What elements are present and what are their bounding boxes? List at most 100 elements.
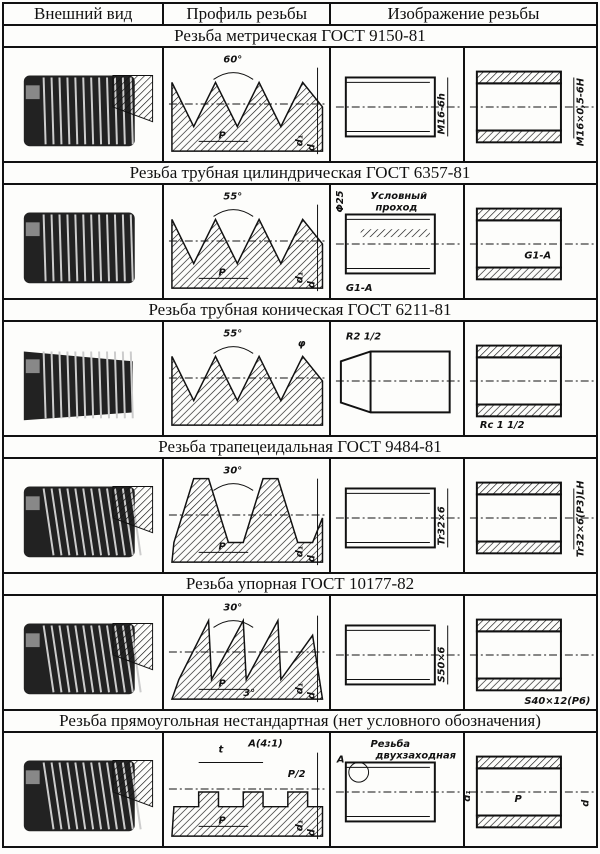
- drawing-label: P: [219, 267, 227, 278]
- external-view-cell: [1, 46, 165, 163]
- drawing-label: 3°: [244, 688, 256, 699]
- drawing-label: 55°: [224, 329, 243, 340]
- drawing-label: M16×0,5-6H: [576, 77, 587, 146]
- internal-thread-image-drawing: S40×12(P6): [470, 618, 595, 707]
- internal-thread-image: M16×0,5-6H: [463, 46, 598, 163]
- thread-type-title: Резьба трубная цилиндрическая ГОСТ 6357-…: [2, 161, 598, 185]
- external-view-cell-drawing: [23, 623, 154, 695]
- drawing-label: P/2: [288, 769, 306, 780]
- internal-thread-image-drawing: Rc 1 1/2: [470, 344, 595, 431]
- drawing-label: d: [307, 280, 318, 288]
- drawing-label: G1-A: [346, 283, 373, 294]
- drawing-label: φ: [298, 339, 306, 350]
- external-view-cell-drawing: [23, 212, 135, 284]
- thread-type-title: Резьба трапецеидальная ГОСТ 9484-81: [2, 435, 598, 459]
- drawing-label: S50×6: [437, 647, 448, 683]
- drawing-label: d₁: [295, 820, 306, 831]
- drawing-label: Rc 1 1/2: [480, 420, 525, 431]
- internal-thread-image: d₁ d P: [463, 731, 598, 848]
- internal-thread-image: G1-A: [463, 183, 598, 300]
- thread-type-title: Резьба прямоугольная нестандартная (нет …: [2, 709, 598, 733]
- external-thread-image-drawing: R2 1/2: [335, 332, 460, 414]
- internal-thread-image: Tr32×6(P3)LH: [463, 457, 598, 574]
- drawing-label: d₁: [465, 790, 473, 801]
- external-view-cell-drawing: [23, 75, 154, 147]
- thread-type-title: Резьба трубная коническая ГОСТ 6211-81: [2, 298, 598, 322]
- drawing-label: d₁: [295, 683, 306, 694]
- external-thread-image: R2 1/2: [328, 320, 466, 437]
- thread-type-title: Резьба метрическая ГОСТ 9150-81: [2, 24, 598, 48]
- external-view-cell: [1, 457, 165, 574]
- drawing-label: R2 1/2: [346, 332, 381, 343]
- drawing-label: Tr32×6: [437, 506, 448, 545]
- drawing-label: d₁: [295, 272, 306, 283]
- drawing-label: A(4:1): [248, 739, 283, 750]
- drawing-label: d: [581, 799, 592, 807]
- drawing-label: G1-A: [525, 251, 552, 262]
- drawing-label: Условный: [370, 191, 427, 202]
- drawing-label: d₁: [295, 546, 306, 557]
- drawing-label: P: [219, 541, 227, 552]
- external-thread-image-drawing: S50×6: [335, 624, 460, 686]
- internal-thread-image-drawing: G1-A: [470, 207, 595, 281]
- external-view-cell: [1, 731, 165, 848]
- internal-thread-image-drawing: M16×0,5-6H: [470, 70, 595, 146]
- drawing-label: Φ25: [335, 190, 346, 212]
- drawing-label: 30°: [224, 466, 243, 477]
- drawing-label: d: [307, 828, 318, 836]
- internal-thread-image: S40×12(P6): [463, 594, 598, 711]
- drawing-label: двухзаходная: [374, 751, 456, 762]
- drawing-label: t: [219, 745, 225, 756]
- drawing-label: 30°: [224, 603, 243, 614]
- drawing-label: проход: [375, 203, 417, 214]
- drawing-label: P: [219, 678, 227, 689]
- drawing-label: d: [307, 691, 318, 699]
- thread-profile-cell-drawing: 55° φ: [169, 329, 325, 426]
- external-view-cell: [1, 320, 165, 437]
- external-thread-image: S50×6: [328, 594, 466, 711]
- drawing-label: M16-6h: [437, 93, 448, 134]
- internal-thread-image-drawing: Tr32×6(P3)LH: [470, 480, 595, 557]
- external-thread-image-drawing: Tr32×6: [335, 487, 460, 549]
- drawing-label: P: [219, 815, 227, 826]
- external-thread-image: Tr32×6: [328, 457, 466, 574]
- drawing-label: d: [307, 554, 318, 562]
- external-thread-image-drawing: M16-6h: [335, 76, 460, 138]
- drawing-label: P: [515, 794, 523, 805]
- external-view-cell: [1, 594, 165, 711]
- external-view-cell-drawing: [23, 486, 154, 558]
- thread-profile-cell: 55° φ: [162, 320, 331, 437]
- external-thread-image: M16-6h: [328, 46, 466, 163]
- drawing-label: d: [307, 143, 318, 151]
- header-thread-profile: Профиль резьбы: [162, 2, 331, 26]
- drawing-label: P: [219, 130, 227, 141]
- drawing-label: d₁: [295, 135, 306, 146]
- thread-type-title: Резьба упорная ГОСТ 10177-82: [2, 572, 598, 596]
- thread-profile-cell-drawing: Pt A(4:1) P/2 d₁d: [169, 739, 325, 840]
- external-view-cell-drawing: [23, 760, 154, 832]
- internal-thread-image: Rc 1 1/2: [463, 320, 598, 437]
- external-view-cell: [1, 183, 165, 300]
- drawing-label: 60°: [224, 55, 243, 66]
- drawing-label: S40×12(P6): [525, 696, 591, 707]
- drawing-label: Резьба: [370, 738, 410, 750]
- header-external-view: Внешний вид: [1, 2, 165, 26]
- drawing-label: Tr32×6(P3)LH: [576, 480, 587, 557]
- header-thread-image: Изображение резьбы: [328, 2, 599, 26]
- drawing-label: 55°: [224, 192, 243, 203]
